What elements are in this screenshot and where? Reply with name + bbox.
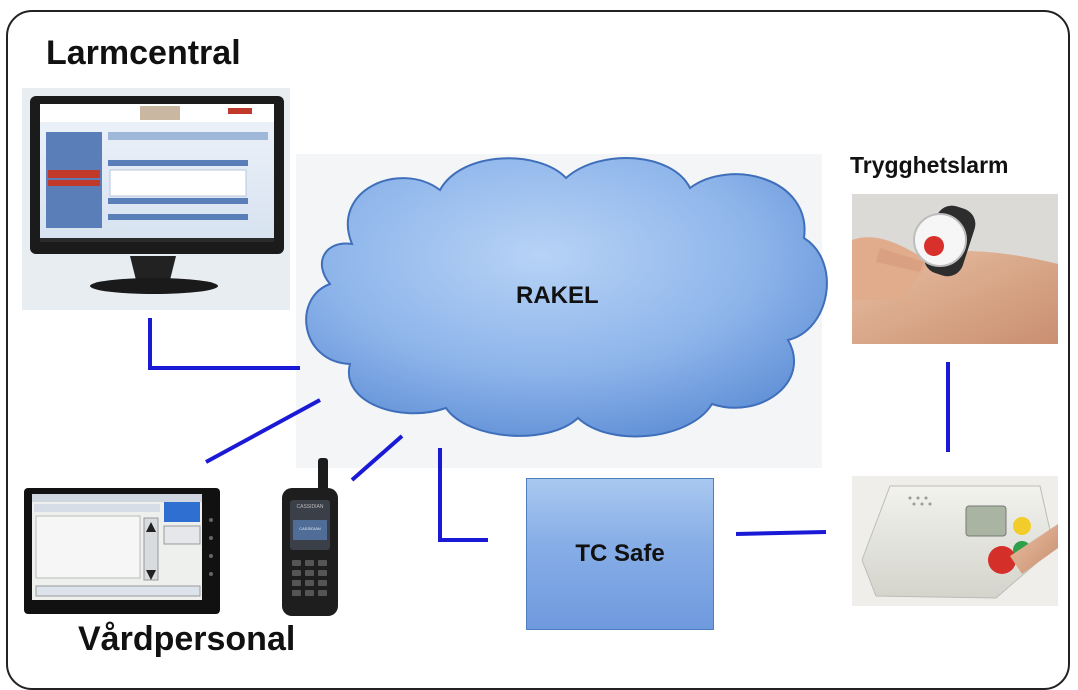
rakel-cloud: [305, 156, 828, 438]
connector-terminal-rakel: [205, 398, 321, 464]
rakel-label: RAKEL: [516, 282, 599, 309]
larmcentral-label: Larmcentral: [46, 34, 241, 72]
connectors: [148, 318, 950, 542]
care-terminal: [24, 488, 220, 614]
connector-radio-rakel: [350, 434, 404, 482]
connector-tcsafe-unit: [735, 530, 827, 536]
diagram-canvas: CASSIDIAN CASSIDIAN: [22, 88, 1058, 616]
tc-safe-box: TC Safe: [526, 478, 714, 630]
trygghetslarm-photo: [852, 194, 1058, 344]
trygghetslarm-label: Trygghetslarm: [850, 152, 1009, 178]
radio-brand: CASSIDIAN: [297, 504, 324, 510]
radio-screen-brand: CASSIDIAN: [299, 526, 321, 531]
connector-larmcentral-rakel: [148, 318, 300, 370]
tc-safe-label: TC Safe: [575, 540, 665, 567]
rakel-radio: CASSIDIAN CASSIDIAN: [282, 458, 338, 616]
larmcentral-monitor: [22, 88, 290, 310]
alarm-unit-photo: [852, 476, 1058, 606]
connector-rakel-tcsafe: [438, 448, 488, 542]
vardpersonal-label: Vårdpersonal: [78, 620, 296, 658]
